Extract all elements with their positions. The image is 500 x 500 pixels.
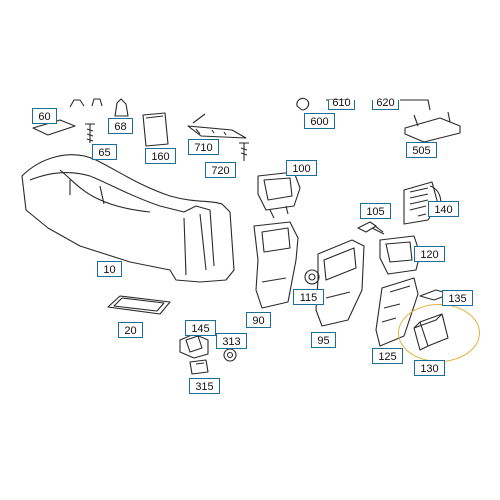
callout-620[interactable]: 620 xyxy=(372,98,399,110)
callout-160[interactable]: 160 xyxy=(145,148,176,164)
part-95 xyxy=(315,239,365,327)
part-90 xyxy=(253,221,299,309)
callout-95[interactable]: 95 xyxy=(311,332,336,348)
callout-120[interactable]: 120 xyxy=(414,246,445,262)
callout-115[interactable]: 115 xyxy=(293,289,324,305)
highlight-ring-130 xyxy=(398,304,480,362)
callout-60[interactable]: 60 xyxy=(32,108,57,124)
callout-130[interactable]: 130 xyxy=(414,360,445,376)
part-620-fragment xyxy=(400,99,431,111)
part-top-fragment xyxy=(69,98,103,108)
callout-145[interactable]: 145 xyxy=(185,320,216,336)
part-65 xyxy=(85,123,95,143)
callout-315[interactable]: 315 xyxy=(189,378,220,394)
callout-125[interactable]: 125 xyxy=(372,348,403,364)
callout-135[interactable]: 135 xyxy=(442,290,473,306)
callout-105[interactable]: 105 xyxy=(360,203,391,219)
callout-720[interactable]: 720 xyxy=(205,162,236,178)
part-100 xyxy=(257,171,301,219)
part-115 xyxy=(304,269,320,285)
part-10 xyxy=(21,154,235,283)
part-145 xyxy=(179,333,209,359)
callout-68[interactable]: 68 xyxy=(108,118,133,134)
part-20 xyxy=(107,295,171,315)
callout-65[interactable]: 65 xyxy=(92,144,117,160)
callout-610[interactable]: 610 xyxy=(328,98,355,110)
callout-90[interactable]: 90 xyxy=(246,312,271,328)
part-120 xyxy=(379,235,421,275)
callout-313[interactable]: 313 xyxy=(216,333,247,349)
callout-10[interactable]: 10 xyxy=(97,261,122,277)
part-720 xyxy=(239,142,249,161)
part-105 xyxy=(357,221,385,235)
part-505 xyxy=(404,111,461,143)
part-710 xyxy=(187,113,247,139)
callout-20[interactable]: 20 xyxy=(118,322,143,338)
part-68 xyxy=(114,98,129,117)
part-160 xyxy=(142,112,169,147)
part-600-fragment xyxy=(296,97,310,111)
callout-710[interactable]: 710 xyxy=(188,139,219,155)
callout-600[interactable]: 600 xyxy=(304,113,335,129)
part-313 xyxy=(223,348,237,362)
callout-100[interactable]: 100 xyxy=(286,160,317,176)
callout-140[interactable]: 140 xyxy=(428,201,459,217)
part-315 xyxy=(189,359,209,375)
callout-505[interactable]: 505 xyxy=(406,142,437,158)
